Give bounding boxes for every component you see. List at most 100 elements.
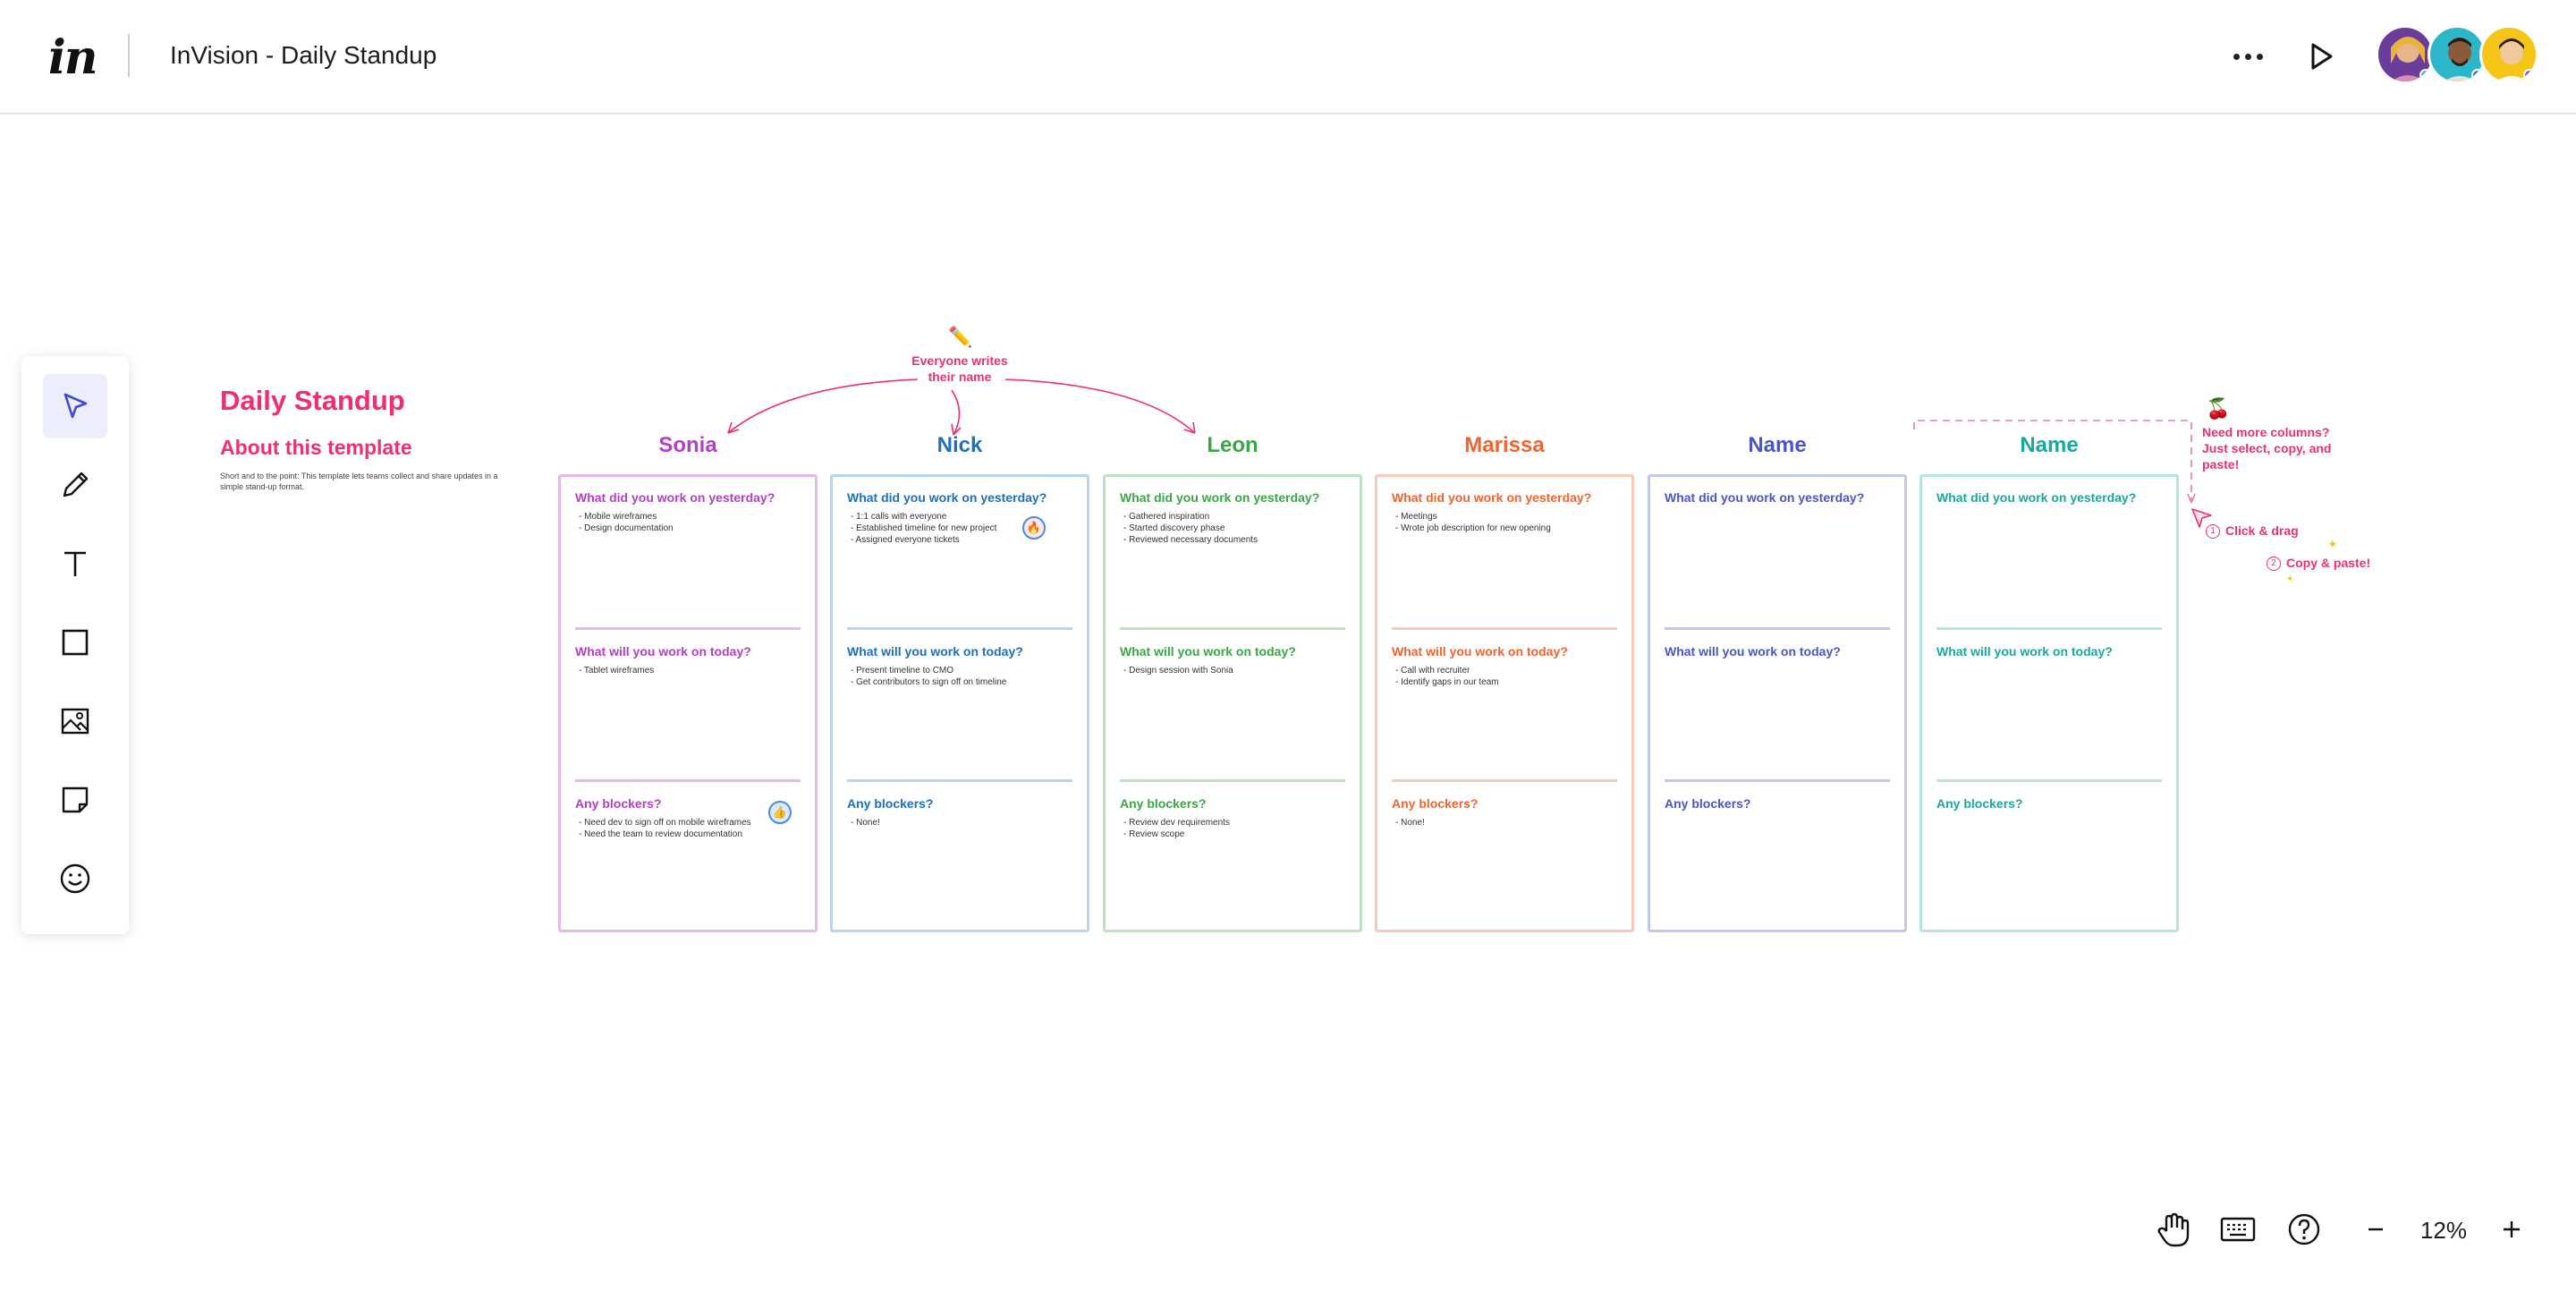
zoom-level[interactable]: 12% bbox=[2419, 1217, 2468, 1244]
standup-card[interactable]: What did you work on yesterday? What wil… bbox=[1648, 474, 1907, 932]
question-today: What will you work on today? bbox=[1120, 644, 1296, 659]
board-title[interactable]: Daily Standup bbox=[220, 385, 405, 416]
more-options-button[interactable] bbox=[2225, 36, 2270, 77]
text-icon bbox=[64, 551, 86, 576]
column-name-nick[interactable]: Nick bbox=[936, 433, 983, 457]
question-yesterday: What did you work on yesterday? bbox=[1120, 490, 1320, 505]
standup-card[interactable]: What did you work on yesterday? - 1:1 ca… bbox=[830, 474, 1089, 932]
answer-yesterday[interactable]: - 1:1 calls with everyone - Established … bbox=[851, 512, 997, 545]
question-today: What will you work on today? bbox=[1665, 644, 1841, 659]
square-icon bbox=[62, 629, 89, 656]
more-horizontal-icon-dot bbox=[2256, 53, 2263, 60]
section-divider bbox=[1392, 779, 1617, 782]
annotation-columns[interactable]: Need more columns? Just select, copy, an… bbox=[2202, 425, 2332, 472]
standup-card[interactable]: What did you work on yesterday? - Mobile… bbox=[558, 474, 818, 932]
question-yesterday: What did you work on yesterday? bbox=[1392, 490, 1592, 505]
column-name-leon[interactable]: Leon bbox=[1207, 433, 1258, 457]
person-photo bbox=[2496, 38, 2528, 81]
question-blockers: Any blockers? bbox=[575, 796, 662, 811]
emoji-tool[interactable] bbox=[43, 846, 107, 911]
thumbs-up-reaction-icon[interactable]: 👍 bbox=[768, 801, 792, 824]
question-today: What will you work on today? bbox=[1936, 644, 2113, 659]
step-2-text[interactable]: Copy & paste! bbox=[2286, 556, 2371, 570]
status-dot bbox=[2419, 69, 2432, 81]
top-bar: in InVision - Daily Standup bbox=[0, 0, 2576, 115]
answer-blockers[interactable]: - None! bbox=[851, 818, 880, 828]
about-title[interactable]: About this template bbox=[220, 436, 412, 459]
section-divider bbox=[1665, 627, 1890, 630]
section-divider bbox=[847, 779, 1072, 782]
sparkle-icon: ✦ bbox=[2286, 574, 2294, 584]
question-today: What will you work on today? bbox=[1392, 644, 1568, 659]
question-blockers: Any blockers? bbox=[847, 796, 934, 811]
section-divider bbox=[1936, 627, 2162, 630]
step-1-badge: 1 bbox=[2206, 524, 2220, 539]
question-yesterday: What did you work on yesterday? bbox=[1665, 490, 1865, 505]
keyboard-shortcuts-button[interactable] bbox=[2216, 1208, 2259, 1251]
answer-blockers[interactable]: - Review dev requirements - Review scope bbox=[1123, 818, 1230, 839]
select-tool[interactable] bbox=[43, 374, 107, 438]
question-blockers: Any blockers? bbox=[1392, 796, 1479, 811]
standup-card[interactable]: What did you work on yesterday? - Gather… bbox=[1103, 474, 1362, 932]
present-button[interactable] bbox=[2301, 36, 2342, 77]
question-yesterday: What did you work on yesterday? bbox=[575, 490, 775, 505]
column-name-placeholder[interactable]: Name bbox=[1748, 433, 1807, 457]
question-blockers: Any blockers? bbox=[1665, 796, 1751, 811]
help-button[interactable] bbox=[2283, 1208, 2326, 1251]
answer-blockers[interactable]: - Need dev to sign off on mobile wirefra… bbox=[579, 818, 751, 839]
answer-today[interactable]: - Present timeline to CMO - Get contribu… bbox=[851, 666, 1007, 687]
answer-today[interactable]: - Design session with Sonia bbox=[1123, 666, 1233, 676]
cursor-arrow-icon bbox=[2191, 508, 2212, 528]
annotation-names[interactable]: Everyone writes their name bbox=[911, 353, 1008, 384]
section-divider bbox=[1936, 779, 2162, 782]
pen-tool[interactable] bbox=[43, 453, 107, 517]
step-2-badge: 2 bbox=[2267, 557, 2281, 571]
status-dot bbox=[2523, 69, 2536, 81]
sparkle-icon: ✦ bbox=[2327, 537, 2338, 551]
answer-yesterday[interactable]: - Mobile wireframes - Design documentati… bbox=[579, 512, 674, 533]
column-name-placeholder[interactable]: Name bbox=[2020, 433, 2079, 457]
keyboard-icon bbox=[2220, 1217, 2256, 1242]
pencil-emoji-icon: ✏️ bbox=[948, 326, 973, 348]
avatar[interactable] bbox=[2376, 25, 2435, 84]
board-name[interactable]: InVision - Daily Standup bbox=[170, 41, 437, 69]
plus-icon bbox=[2504, 1221, 2520, 1237]
avatar[interactable] bbox=[2428, 25, 2487, 84]
fire-reaction-icon[interactable]: 🔥 bbox=[1022, 516, 1046, 540]
question-today: What will you work on today? bbox=[847, 644, 1023, 659]
avatar[interactable] bbox=[2479, 25, 2538, 84]
standup-card[interactable]: What did you work on yesterday? - Meetin… bbox=[1375, 474, 1634, 932]
sticky-note-tool[interactable] bbox=[43, 768, 107, 832]
hand-tool-button[interactable] bbox=[2152, 1208, 2195, 1251]
column-name-marissa[interactable]: Marissa bbox=[1464, 433, 1545, 457]
status-dot bbox=[2471, 69, 2484, 81]
answer-yesterday[interactable]: - Gathered inspiration - Started discove… bbox=[1123, 512, 1258, 545]
question-yesterday: What did you work on yesterday? bbox=[847, 490, 1047, 505]
shape-tool[interactable] bbox=[43, 610, 107, 675]
invision-logo[interactable]: in bbox=[48, 30, 98, 85]
question-blockers: Any blockers? bbox=[1120, 796, 1207, 811]
step-1-text[interactable]: Click & drag bbox=[2225, 523, 2299, 538]
answer-today[interactable]: - Tablet wireframes bbox=[579, 666, 655, 676]
about-description[interactable]: Short and to the point: This template le… bbox=[220, 472, 498, 491]
cherries-emoji-icon: 🍒 bbox=[2206, 397, 2231, 420]
zoom-in-button[interactable] bbox=[2490, 1208, 2533, 1251]
play-icon bbox=[2311, 43, 2333, 70]
section-divider bbox=[575, 627, 801, 630]
more-horizontal-icon-dot bbox=[2244, 53, 2251, 60]
section-divider bbox=[1120, 779, 1345, 782]
text-tool[interactable] bbox=[43, 531, 107, 596]
answer-today[interactable]: - Call with recruiter - Identify gaps in… bbox=[1395, 666, 1499, 687]
answer-blockers[interactable]: - None! bbox=[1395, 818, 1425, 828]
column-name-sonia[interactable]: Sonia bbox=[658, 433, 717, 457]
pencil-icon bbox=[63, 472, 89, 497]
person-photo bbox=[2391, 37, 2425, 81]
answer-yesterday[interactable]: - Meetings - Wrote job description for n… bbox=[1395, 512, 1551, 533]
standup-card[interactable]: What did you work on yesterday? What wil… bbox=[1919, 474, 2179, 932]
hand-icon bbox=[2157, 1212, 2190, 1247]
image-tool[interactable] bbox=[43, 689, 107, 753]
section-divider bbox=[575, 779, 801, 782]
smiley-icon bbox=[60, 863, 90, 894]
help-icon bbox=[2288, 1213, 2320, 1245]
zoom-out-button[interactable] bbox=[2354, 1208, 2397, 1251]
